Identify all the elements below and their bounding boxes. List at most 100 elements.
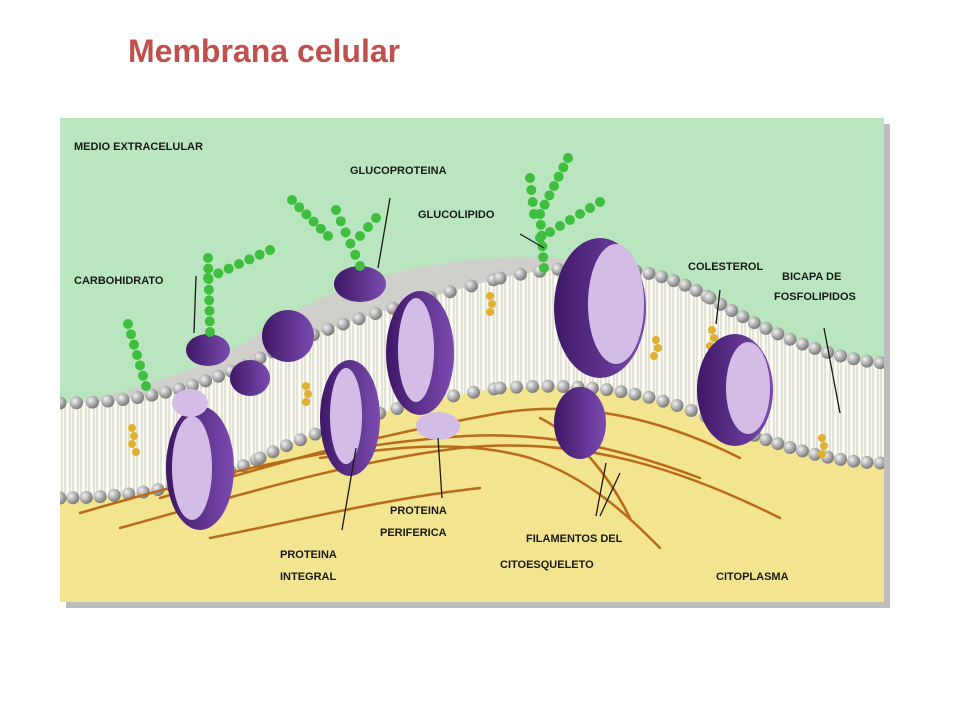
label-glucolipido: GLUCOLIPIDO: [418, 209, 495, 221]
sugar-unit: [135, 360, 145, 371]
slide-title: Membrana celular: [128, 33, 401, 69]
sugar-unit: [355, 231, 365, 241]
label-proteina-periferica-1: PROTEINA: [390, 505, 447, 517]
label-carbohidrato: CARBOHIDRATO: [74, 275, 164, 287]
lipid-head: [253, 451, 267, 465]
sugar-unit: [549, 181, 559, 191]
label-colesterol: COLESTEROL: [688, 261, 763, 273]
lipid-head: [279, 439, 293, 453]
lipid-head: [795, 444, 809, 458]
lipid-head: [185, 378, 199, 392]
lipid-head: [116, 393, 130, 406]
lipid-head: [684, 404, 698, 417]
lipid-head: [703, 291, 717, 305]
sugar-unit: [301, 209, 312, 220]
peripheral-protein-inner: [416, 412, 460, 440]
label-proteina-integral-1: PROTEINA: [280, 549, 337, 561]
sugar-unit: [204, 316, 215, 327]
sugar-unit: [585, 203, 595, 213]
sugar-unit: [539, 199, 550, 210]
lipid-head: [467, 385, 480, 399]
lipid-head: [145, 388, 159, 402]
lipid-head: [70, 396, 83, 410]
sugar-unit: [526, 185, 537, 195]
lipid-head: [493, 381, 507, 395]
sugar-unit: [350, 249, 361, 260]
sugar-unit: [213, 268, 224, 279]
lipid-head: [614, 385, 628, 399]
lipid-head: [159, 385, 172, 399]
sugar-unit: [345, 238, 356, 249]
carbohydrate-chains: [123, 153, 605, 391]
lipid-head: [443, 285, 457, 299]
lipid-head: [628, 387, 642, 401]
lipid-head: [795, 337, 809, 351]
sugar-unit: [331, 205, 341, 215]
lipid-head: [714, 297, 728, 311]
lipid-head: [759, 321, 773, 335]
integral-protein-3: [386, 291, 454, 415]
lipid-head: [747, 316, 761, 330]
sugar-unit: [555, 221, 565, 231]
sugar-unit: [123, 319, 133, 329]
sugar-unit: [535, 219, 546, 230]
sugar-unit: [538, 252, 549, 263]
lipid-head: [321, 322, 335, 336]
lipid-head: [352, 312, 366, 326]
lipid-head: [293, 433, 307, 447]
surface-protein-2: [262, 310, 314, 362]
sugar-unit: [595, 197, 605, 207]
lipid-head: [308, 427, 322, 441]
sugar-unit: [132, 350, 142, 360]
lipid-head: [642, 390, 656, 404]
lipid-head: [736, 310, 750, 324]
sugar-unit: [323, 231, 333, 241]
lipid-head: [860, 455, 874, 469]
label-proteina-integral-2: INTEGRAL: [280, 571, 337, 583]
lipid-head: [541, 379, 555, 393]
lipid-head: [66, 491, 80, 505]
sugar-unit: [141, 381, 151, 391]
lipid-head: [670, 399, 684, 412]
lipid-head: [667, 274, 680, 288]
label-medio-extracelular: MEDIO EXTRACELULAR: [74, 141, 203, 153]
lipid-head: [199, 374, 212, 388]
lipid-head: [60, 491, 67, 505]
sugar-unit: [575, 209, 585, 219]
lipid-head: [808, 341, 822, 355]
lipid-head: [526, 380, 539, 393]
integral-protein-2: [320, 360, 380, 476]
leader-lines: [193, 197, 841, 531]
sugar-unit: [294, 202, 305, 213]
sugar-unit: [254, 249, 265, 260]
lipid-head: [510, 380, 523, 394]
sugar-unit: [340, 227, 351, 238]
phospholipid-bilayer: [60, 267, 884, 498]
lipid-head: [821, 345, 835, 359]
glycoprotein-base: [334, 266, 386, 302]
sugar-unit: [203, 284, 214, 295]
sugar-unit: [203, 253, 213, 263]
lipid-head: [759, 433, 773, 447]
lipid-head: [656, 394, 670, 408]
sugar-unit: [234, 259, 244, 269]
sugar-unit: [527, 197, 538, 207]
lipid-head: [847, 454, 861, 468]
surface-protein-3: [230, 360, 270, 396]
sugar-unit: [129, 339, 139, 350]
lipid-head: [783, 332, 797, 346]
sugar-unit: [126, 329, 136, 340]
sugar-unit: [204, 305, 215, 316]
lipid-head: [771, 437, 785, 451]
sugar-unit: [558, 162, 569, 173]
lipid-head: [266, 445, 280, 459]
sugar-unit: [553, 171, 564, 182]
label-glucoproteina: GLUCOPROTEINA: [350, 165, 447, 177]
lipid-head: [873, 456, 884, 470]
sugar-unit: [529, 209, 539, 219]
lipid-head: [101, 394, 115, 408]
lipid-head: [93, 490, 107, 504]
lipid-head: [808, 447, 822, 461]
lipid-head: [725, 304, 739, 317]
lipid-head: [600, 383, 614, 397]
